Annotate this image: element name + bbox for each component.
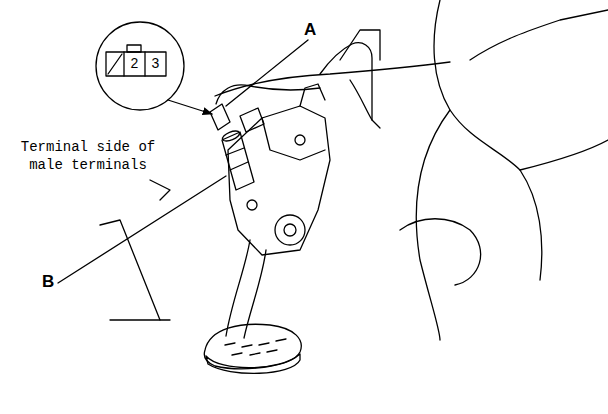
bolt xyxy=(295,135,305,145)
clutch-switch xyxy=(226,148,248,170)
pad-grooves xyxy=(225,339,286,355)
dash-edge xyxy=(215,62,450,96)
view-note: Terminal side of male terminals xyxy=(10,138,166,174)
view-arrow xyxy=(168,100,212,114)
switch-head xyxy=(240,108,264,132)
pin-number: 2 xyxy=(125,55,144,71)
floor-line xyxy=(150,180,170,200)
pedal-bracket xyxy=(228,106,330,255)
cell-divider xyxy=(123,52,124,76)
callout-letter: B xyxy=(42,272,58,292)
unused-pin xyxy=(108,54,122,74)
pedal-pad xyxy=(206,354,300,373)
clutch-switch xyxy=(221,129,241,143)
pin-number: 3 xyxy=(146,55,165,71)
pivot xyxy=(284,224,296,236)
connector xyxy=(210,104,230,130)
detail-circle xyxy=(96,22,184,110)
cell-divider xyxy=(144,52,145,76)
connector-face xyxy=(106,52,166,76)
bolt xyxy=(247,200,257,210)
console-outline xyxy=(416,110,450,340)
floor-line xyxy=(110,319,170,320)
leader-line xyxy=(58,176,226,283)
bracket xyxy=(340,30,380,60)
console-outline xyxy=(434,0,542,280)
callout-letter: A xyxy=(304,20,320,40)
dash-edge xyxy=(350,80,380,128)
pedal-arm xyxy=(226,240,250,336)
pedal-bracket xyxy=(300,84,325,106)
pivot xyxy=(275,215,305,245)
leader-line xyxy=(226,40,308,106)
pedal-bracket xyxy=(262,118,325,160)
console-outline xyxy=(520,140,608,170)
connector-tab xyxy=(127,45,141,52)
console-outline xyxy=(470,10,608,60)
console-outline xyxy=(400,219,481,285)
floor-line xyxy=(100,220,160,320)
dash-edge xyxy=(320,43,372,120)
